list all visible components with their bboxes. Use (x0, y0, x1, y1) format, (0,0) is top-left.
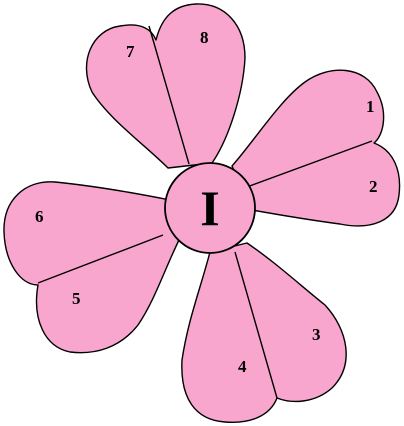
segment-label-8: 8 (200, 28, 209, 47)
segment-label-2: 2 (369, 177, 378, 196)
segment-label-7: 7 (126, 42, 135, 61)
petal-upper-left (87, 4, 245, 168)
petal-bottom (182, 243, 346, 422)
segment-label-5: 5 (72, 289, 81, 308)
petal-right-shape (232, 70, 400, 226)
segment-label-3: 3 (312, 325, 321, 344)
petal-left (4, 182, 180, 353)
center-label: I (200, 180, 219, 236)
segment-label-4: 4 (238, 357, 247, 376)
segment-label-6: 6 (35, 207, 44, 226)
flower-center: I (165, 163, 255, 253)
petal-right (232, 70, 400, 226)
segment-label-1: 1 (366, 97, 375, 116)
petal-bottom-shape (182, 243, 346, 422)
petal-left-shape (4, 182, 180, 353)
